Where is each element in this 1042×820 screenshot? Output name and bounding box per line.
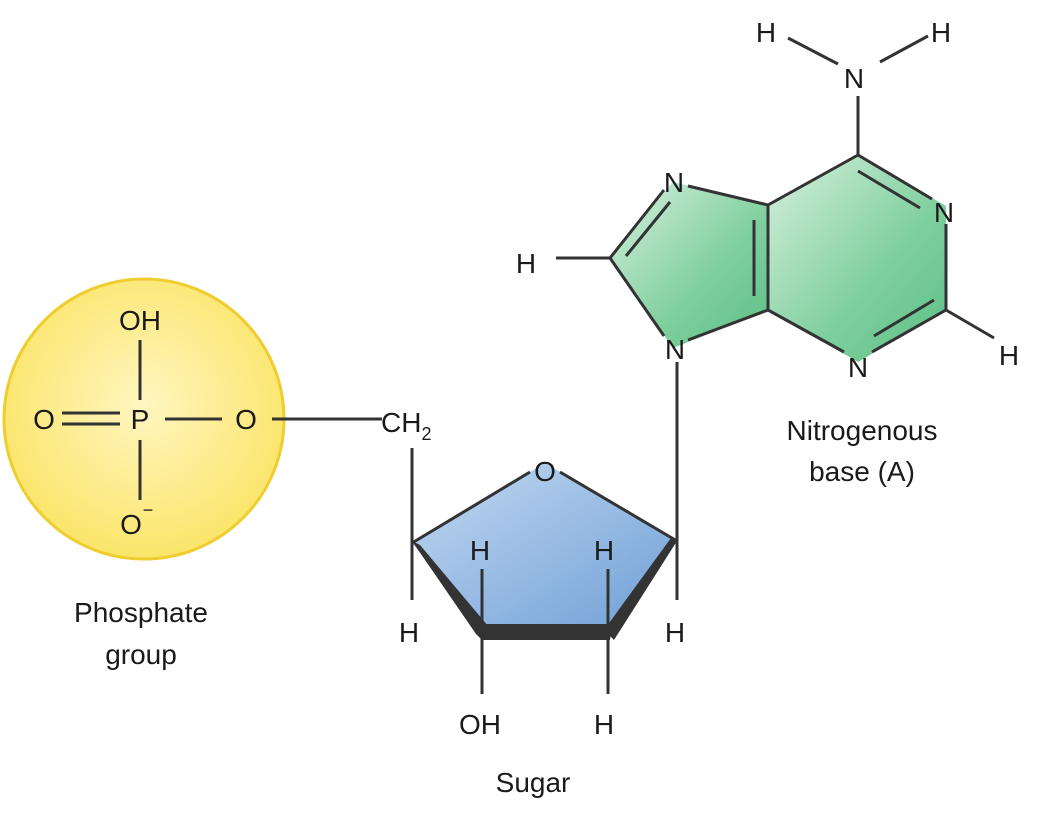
phosphate-caption-line1: Phosphate [74,597,208,628]
sugar-h-c1-label: H [665,617,685,648]
ring-front-bottom-bar [478,624,612,640]
ring-o-c1-bond [559,470,678,543]
n7-c5-bond [687,184,769,207]
c2-n3-bond [871,308,947,354]
amine-h-left-label: H [756,17,776,48]
n9-c8-bond [608,257,666,337]
sugar-caption: Sugar [496,767,571,798]
sugar-oh-label: OH [459,709,501,740]
c4-n9-bond [687,308,769,342]
phosphate-o-minus-label: O [120,509,142,540]
amine-h-right-label: H [931,17,951,48]
n3-label: N [848,352,868,383]
c2-h-label: H [999,340,1019,371]
sugar-h-c4-label: H [399,617,419,648]
ring-o-label: O [534,456,556,487]
base-caption-line2: base (A) [809,456,915,487]
base-six-ring [768,155,946,362]
ch2-label: CH2 [381,407,431,444]
n7-label: N [664,167,684,198]
sugar-h-c2-top-label: H [594,535,614,566]
base-five-ring [610,182,768,348]
c2-h-bond [945,308,995,340]
c6-n1-bond [857,153,933,201]
ring-c4-o-bond [411,470,531,545]
c5-c6-bond [767,153,859,207]
sugar-h-c3-top-label: H [470,535,490,566]
phosphate-o-double-label: O [33,404,55,435]
base-caption-line1: Nitrogenous [787,415,938,446]
phosphate-o-minus-charge: − [143,500,154,520]
n1-label: N [934,197,954,228]
amine-h-right-bond [879,34,929,64]
amine-n-label: N [844,63,864,94]
c2-n3-inner-bond [873,298,935,338]
phosphate-caption-line2: group [105,639,177,670]
amine-h-left-bond [787,36,839,66]
phosphate-o-bridge-label: O [235,404,257,435]
c8-n7-inner-bond [624,201,672,257]
phosphorus-label: P [131,404,150,435]
c8-h-label: H [516,248,536,279]
n3-c4-bond [767,308,845,354]
phosphate-oh-label: OH [119,305,161,336]
ring-front-right-wedge [604,538,677,640]
c8-n7-bond [608,189,666,259]
ring-front-left-wedge [412,541,488,640]
sugar-h-c2-bottom-label: H [594,709,614,740]
c6-n1-inner-bond [857,169,921,210]
n9-label: N [665,334,685,365]
